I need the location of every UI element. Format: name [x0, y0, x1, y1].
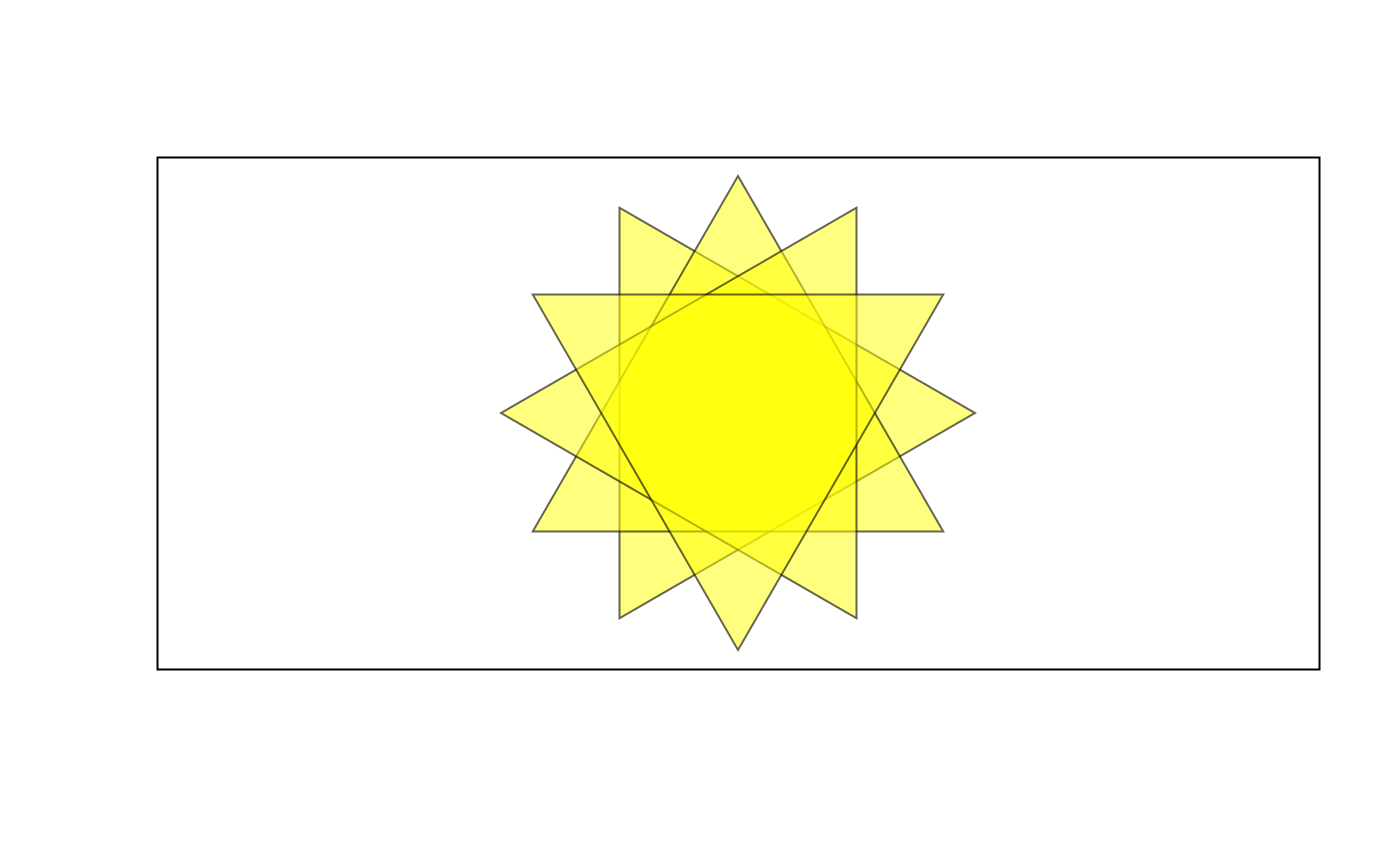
plot-frame [156, 156, 1321, 671]
triangle-4 [531, 293, 945, 652]
star-of-triangles [499, 174, 977, 652]
